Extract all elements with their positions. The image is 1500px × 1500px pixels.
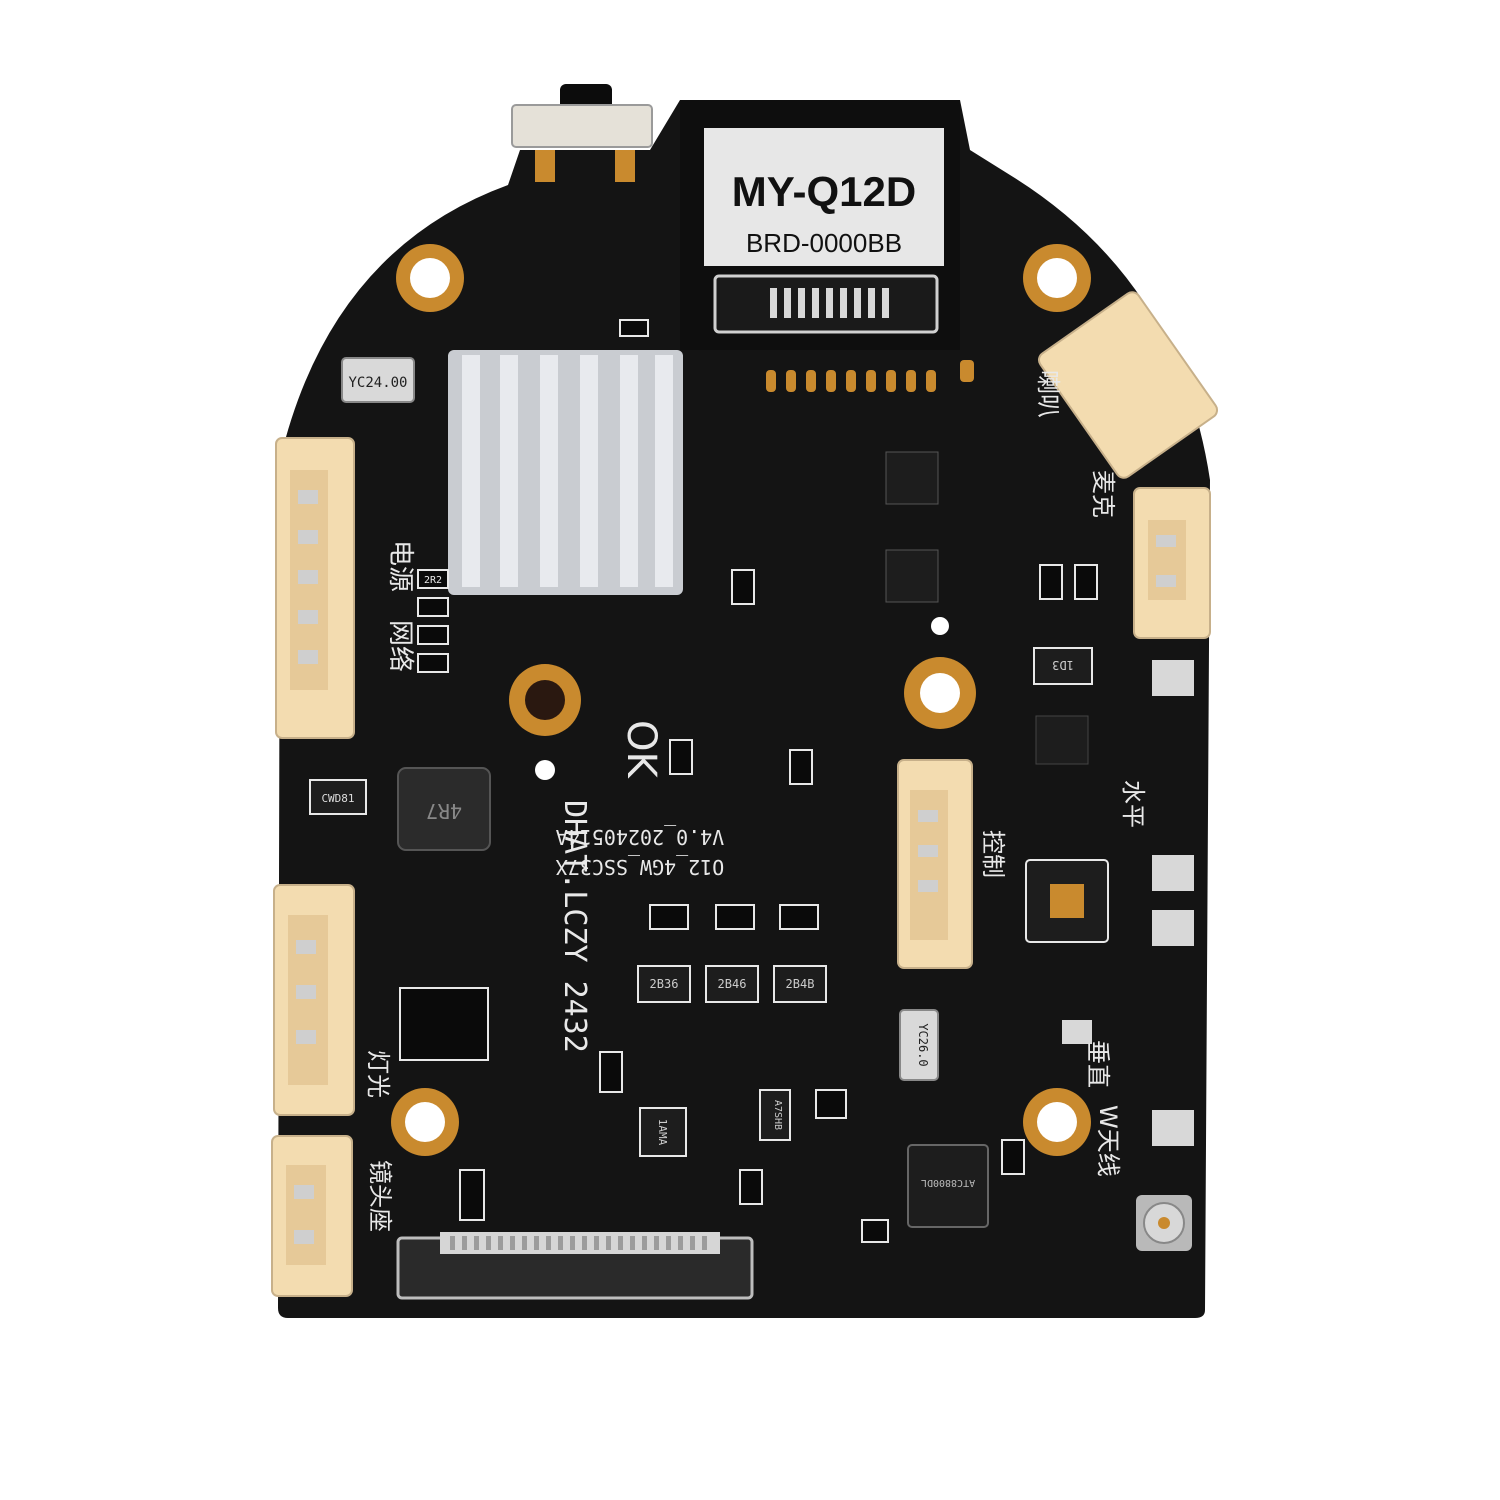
silk-ok-logo: OK [618, 720, 664, 779]
module-fpc-pins [770, 288, 889, 318]
silk-speaker: 喇叭 [1034, 370, 1062, 418]
ic-mid-mark: A7SHB [772, 1100, 783, 1130]
module-code-text: BRD-0000BB [746, 228, 902, 258]
switch-pad [535, 150, 555, 182]
silk-power: 电源 [385, 540, 415, 592]
wifi-chip [907, 1144, 989, 1228]
gold-pad-row [766, 360, 974, 392]
silk-firmware: V4.0_20240514A [556, 825, 725, 849]
connector-lens-mount [271, 1135, 353, 1297]
silk-control: 控制 [979, 830, 1007, 878]
resistor-mark: 2R2 [424, 575, 442, 586]
silk-light: 灯光 [364, 1050, 392, 1098]
connector-light [273, 884, 355, 1116]
sot3-mark: 2B4B [786, 977, 815, 991]
mounting-hole-bottom-left [391, 1088, 459, 1156]
mounting-hole-mid-left [509, 664, 581, 736]
connector-mic [1133, 487, 1211, 639]
ic-bottom-mark: 1AMA [656, 1119, 669, 1146]
resistor-array [417, 569, 449, 673]
crystal-24mhz-mark: YC24.00 [348, 375, 407, 391]
ic-left [309, 779, 367, 815]
right-edge-pads [1062, 660, 1194, 1146]
top-switch-knob [560, 84, 612, 110]
sot2-mark: 2B46 [718, 977, 747, 991]
silk-antenna: W天线 [1094, 1105, 1122, 1177]
silk-mic: 麦克 [1089, 470, 1117, 518]
top-switch-body [511, 104, 653, 148]
inductor-mark: 4R7 [426, 799, 462, 823]
silk-network: 网络 [385, 620, 415, 672]
silk-lens-mount: 镜头座 [366, 1160, 394, 1232]
silk-level: 水平 [1119, 780, 1147, 828]
mounting-hole-mid-right [904, 657, 976, 729]
motor-driver-qfn [1025, 859, 1109, 943]
ic-power-1 [885, 451, 939, 505]
ic-mid [759, 1089, 791, 1141]
wifi-chip-mark: ATC8800DL [921, 1177, 975, 1188]
ic-right-square [1035, 715, 1089, 765]
ic-right-mark: 1D3 [1052, 658, 1074, 672]
mounting-hole-top-right [1023, 244, 1091, 312]
silk-platform: O12_4GW_SSC37X [556, 855, 725, 879]
ic-power-2 [885, 549, 939, 603]
crystal-24mhz [341, 357, 415, 403]
switch-pad [615, 150, 635, 182]
module-model-text: MY-Q12D [732, 168, 916, 215]
sot-devices [637, 965, 827, 1003]
mounting-hole-bottom-right [1023, 1088, 1091, 1156]
connector-control [897, 759, 973, 969]
connector-power-network [275, 437, 355, 739]
crystal-26mhz-mark: YC26.0 [916, 1023, 930, 1066]
mounting-hole-top-left [396, 244, 464, 312]
ic-bottom [639, 1107, 687, 1157]
crystal-26mhz [899, 1009, 939, 1081]
ic-left-mark: CWD81 [321, 792, 354, 805]
inductor-4r7 [397, 767, 491, 851]
heatsink [448, 350, 683, 595]
silk-vertical: 垂直 [1084, 1040, 1112, 1088]
ic-right [1033, 647, 1093, 685]
bottom-fpc-pins [450, 1236, 707, 1250]
smd-passives [399, 319, 1098, 1243]
connector-speaker [1037, 291, 1219, 479]
module-sticker [704, 128, 944, 266]
silk-board-id: DHAT.LCZY 2432 [557, 800, 592, 1053]
antenna-ufl-connector [1136, 1195, 1192, 1251]
via-hole [931, 617, 949, 635]
sot1-mark: 2B36 [650, 977, 679, 991]
via-hole [535, 760, 555, 780]
